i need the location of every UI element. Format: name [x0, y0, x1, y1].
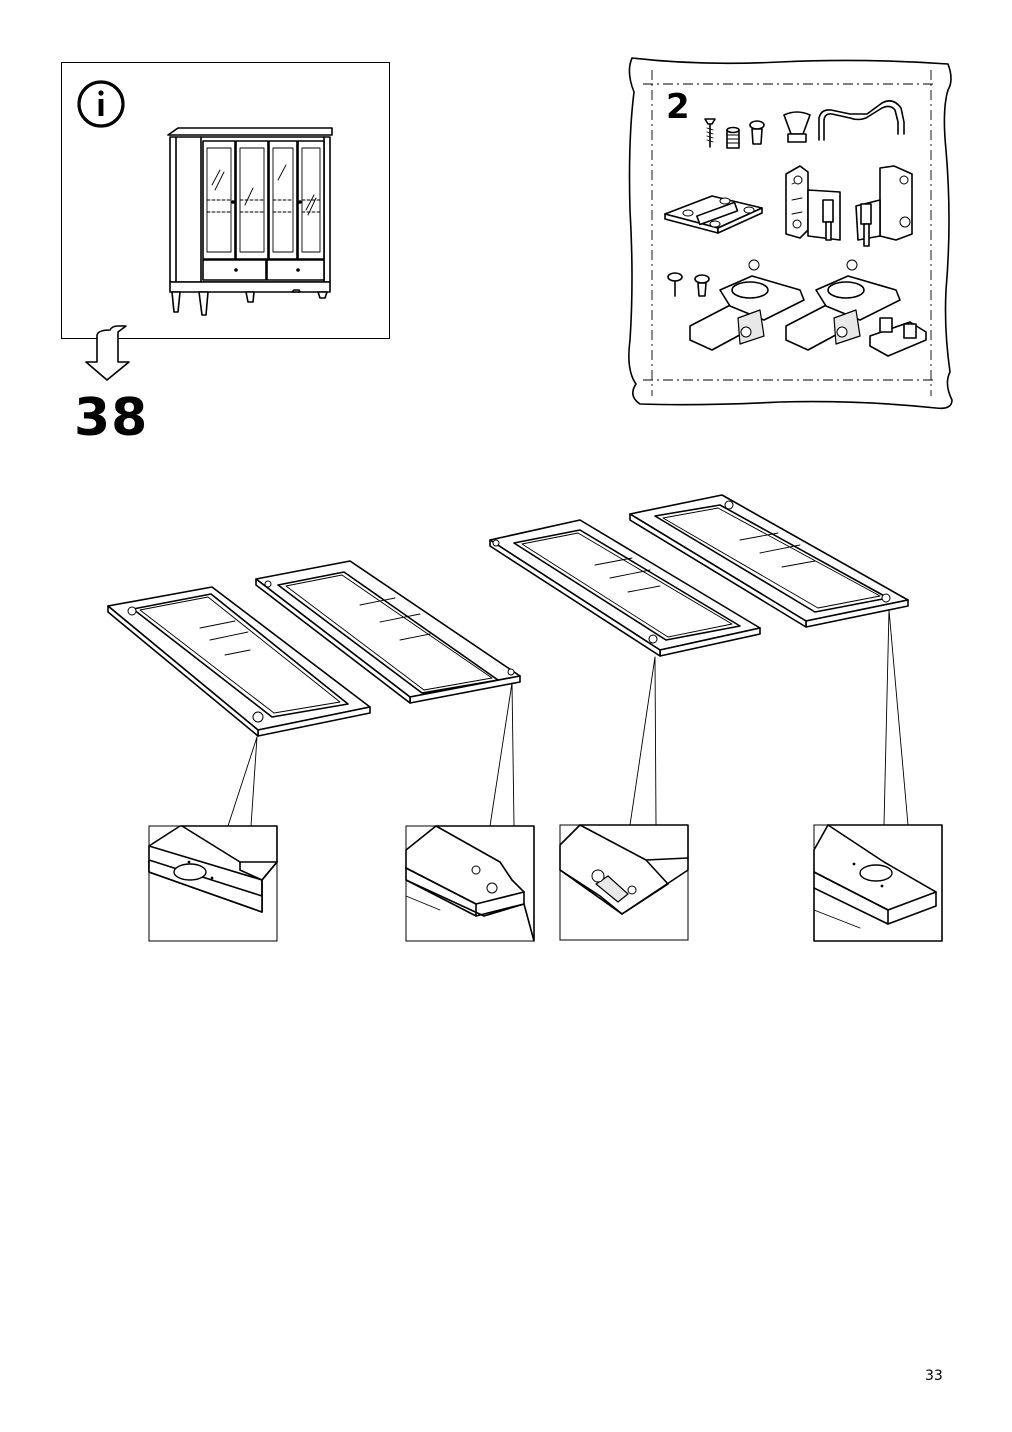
next-step-arrow-icon — [85, 325, 130, 381]
step-number: 38 — [74, 388, 149, 448]
page-number: 33 — [925, 1368, 943, 1384]
cabinet-illustration — [167, 127, 333, 316]
door-panel-3 — [489, 519, 761, 657]
detail-box-1 — [148, 825, 278, 942]
callout-lines — [227, 609, 909, 827]
parts-bag-count: 2 — [666, 87, 690, 127]
info-icon — [77, 80, 125, 128]
door-panel-4 — [629, 494, 909, 628]
detail-box-4 — [813, 824, 943, 942]
detail-box-2 — [405, 825, 535, 942]
door-panel-1 — [107, 586, 371, 737]
detail-box-3 — [559, 824, 689, 941]
bag-parts — [664, 100, 927, 357]
door-panel-2 — [255, 560, 521, 704]
